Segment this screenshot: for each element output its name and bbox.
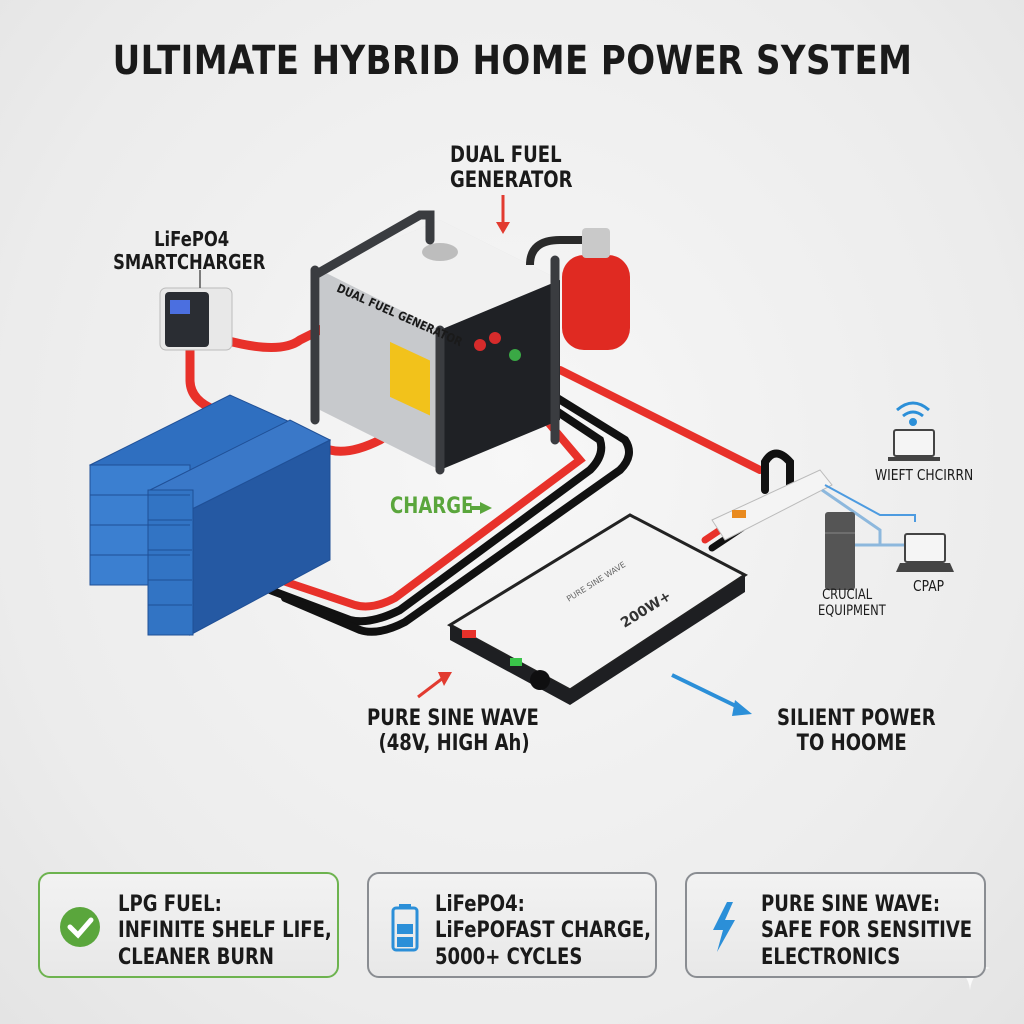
cpap-laptop-icon — [896, 533, 954, 572]
power-strip — [711, 469, 833, 541]
pure-sine-inverter — [446, 513, 748, 705]
refrigerator-icon — [825, 512, 855, 590]
charge-label: CHARGE — [390, 494, 474, 519]
dual-fuel-generator — [310, 210, 560, 475]
feature-text: LPG FUEL:INFINITE SHELF LIFE,CLEANER BUR… — [118, 892, 332, 970]
check-circle-icon — [60, 907, 100, 947]
propane-tank — [526, 228, 630, 350]
feature-text: LiFePO4:LiFePOFAST CHARGE,5000+ CYCLES — [435, 892, 652, 970]
lightning-icon — [713, 902, 735, 952]
equipment-feed-line — [821, 488, 905, 547]
cpap-label: CPAP — [913, 577, 945, 595]
wifi-feed-line — [824, 484, 916, 522]
page-title: ULTIMATE HYBRID HOME POWER SYSTEM — [112, 38, 912, 84]
smart-charger — [159, 270, 233, 351]
feature-card-lifepo4: LiFePO4:LiFePOFAST CHARGE,5000+ CYCLES — [367, 872, 657, 978]
laptop-icon — [888, 429, 940, 461]
battery-bank — [88, 394, 332, 636]
feature-card-lpg: LPG FUEL:INFINITE SHELF LIFE,CLEANER BUR… — [38, 872, 339, 978]
cables — [185, 320, 794, 636]
inverter-label: PURE SINE WAVE(48V, HIGH Ah) — [367, 706, 539, 757]
wifi-label: WIEFT CHCIRRN — [875, 466, 974, 484]
wifi-icon — [896, 401, 930, 426]
battery-icon — [391, 904, 419, 952]
arrow-icons — [417, 195, 752, 716]
